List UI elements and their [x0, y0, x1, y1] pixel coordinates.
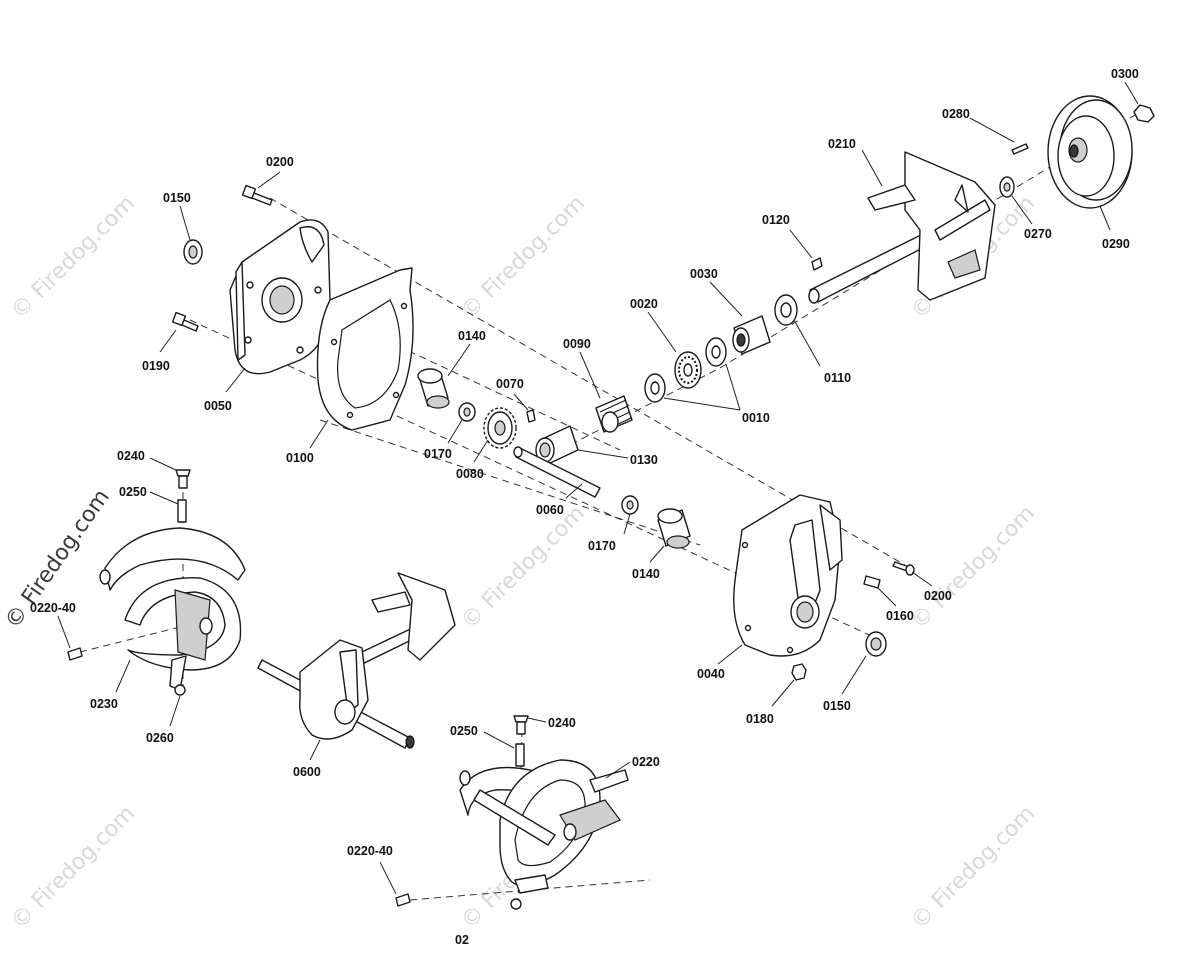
gear-0080 [483, 407, 517, 449]
nut-0260-left [174, 684, 186, 696]
callout-0170-upper: 0170 [424, 447, 452, 461]
thrust-bearing-0020 [674, 351, 702, 389]
worm-0090 [595, 395, 633, 433]
shear-bolt-0220-40-left [67, 647, 83, 661]
callout-labels: 0200 0150 0190 0050 0100 0140 0170 0080 … [30, 67, 1139, 947]
plug-0160 [863, 575, 881, 589]
callout-0030: 0030 [690, 267, 718, 281]
callout-0230: 0230 [90, 697, 118, 711]
callout-0050: 0050 [204, 399, 232, 413]
shaft-0060 [513, 446, 601, 498]
callout-0120: 0120 [762, 213, 790, 227]
callout-0250-left: 0250 [119, 485, 147, 499]
callout-0250-lower: 0250 [450, 724, 478, 738]
washer-0110 [774, 294, 798, 326]
auger-0230 [67, 469, 246, 696]
callout-0240-left: 0240 [117, 449, 145, 463]
pulley-group [999, 95, 1155, 209]
washer-0010b [705, 337, 727, 367]
gear-housing-0050 [229, 219, 331, 375]
gearbox-assembly-0600 [257, 572, 456, 749]
callout-0100: 0100 [286, 451, 314, 465]
callout-0600: 0600 [293, 765, 321, 779]
washer-0010 [644, 373, 666, 403]
callout-0190: 0190 [142, 359, 170, 373]
callout-0080: 0080 [456, 467, 484, 481]
callout-0020: 0020 [630, 297, 658, 311]
small-parts-lower [621, 495, 915, 681]
bushing-0140-lower [657, 508, 691, 549]
gear-housing-0040 [733, 494, 843, 657]
watermark-text: © Firedog.com [7, 801, 140, 934]
callout-0010: 0010 [742, 411, 770, 425]
callout-0260-left: 0260 [146, 731, 174, 745]
callout-0150-top: 0150 [163, 191, 191, 205]
callout-0040: 0040 [697, 667, 725, 681]
bolt-0190 [171, 311, 199, 332]
impeller-0210 [808, 151, 996, 304]
callout-0090: 0090 [563, 337, 591, 351]
callout-0140-lower: 0140 [632, 567, 660, 581]
callout-0110: 0110 [824, 371, 851, 385]
watermark-text: © Firedog.com [7, 191, 140, 324]
callout-0220-40-left: 0220-40 [30, 601, 76, 615]
pulley-0290 [1047, 95, 1133, 209]
callout-0140-upper: 0140 [458, 329, 486, 343]
callout-0220-40-lower: 0220-40 [347, 844, 393, 858]
nut-0260-lower [510, 898, 522, 910]
callout-0130: 0130 [630, 453, 658, 467]
washer-0150-lower [865, 631, 887, 657]
callout-0200-lower: 0200 [924, 589, 952, 603]
washer-0150-top [183, 239, 203, 265]
callout-0240-lower: 0240 [548, 716, 576, 730]
callout-0170-lower: 0170 [588, 539, 616, 553]
gasket-0100 [316, 267, 414, 431]
callout-0210: 0210 [828, 137, 856, 151]
leader-lines [57, 81, 1139, 895]
bolt-0240-lower [513, 715, 529, 735]
callout-0260-lower-partial: 02 [455, 933, 469, 947]
spacer-0250-lower [515, 743, 525, 767]
key-0120 [811, 257, 823, 271]
auger-0220 [395, 715, 629, 910]
bushing-0140-upper [417, 368, 450, 409]
callout-0070: 0070 [496, 377, 524, 391]
callout-0180: 0180 [746, 712, 774, 726]
callout-0300: 0300 [1111, 67, 1139, 81]
watermark-text: © Firedog.com [457, 191, 590, 324]
callout-0200-top: 0200 [266, 155, 294, 169]
small-parts-upper [171, 184, 823, 498]
watermark-text: © Firedog.com [907, 801, 1040, 934]
watermark-text: © Firedog.com [907, 501, 1040, 634]
callout-0060: 0060 [536, 503, 564, 517]
callout-0290: 0290 [1102, 237, 1130, 251]
callout-0220: 0220 [632, 755, 660, 769]
callout-0280: 0280 [942, 107, 970, 121]
washer-0170-upper [458, 402, 476, 422]
key-0070 [526, 409, 536, 423]
washer-0270 [999, 176, 1015, 198]
pin-0280 [1011, 143, 1029, 155]
bolt-0240-left [175, 469, 191, 489]
bushing-0030 [732, 315, 771, 355]
washer-0170-lower [621, 495, 639, 515]
shear-bolt-0220-40-lower [395, 893, 411, 907]
callout-0270: 0270 [1024, 227, 1052, 241]
spacer-0250-left [177, 499, 187, 523]
nut-0300 [1133, 104, 1155, 123]
callout-0150-lower: 0150 [823, 699, 851, 713]
callout-0160: 0160 [886, 609, 914, 623]
nut-0180 [791, 663, 807, 681]
screw-0200-lower [892, 561, 915, 576]
watermark-text: © Firedog.com [457, 501, 590, 634]
bearing-0130 [535, 425, 579, 465]
bolt-0200-top [241, 184, 273, 206]
